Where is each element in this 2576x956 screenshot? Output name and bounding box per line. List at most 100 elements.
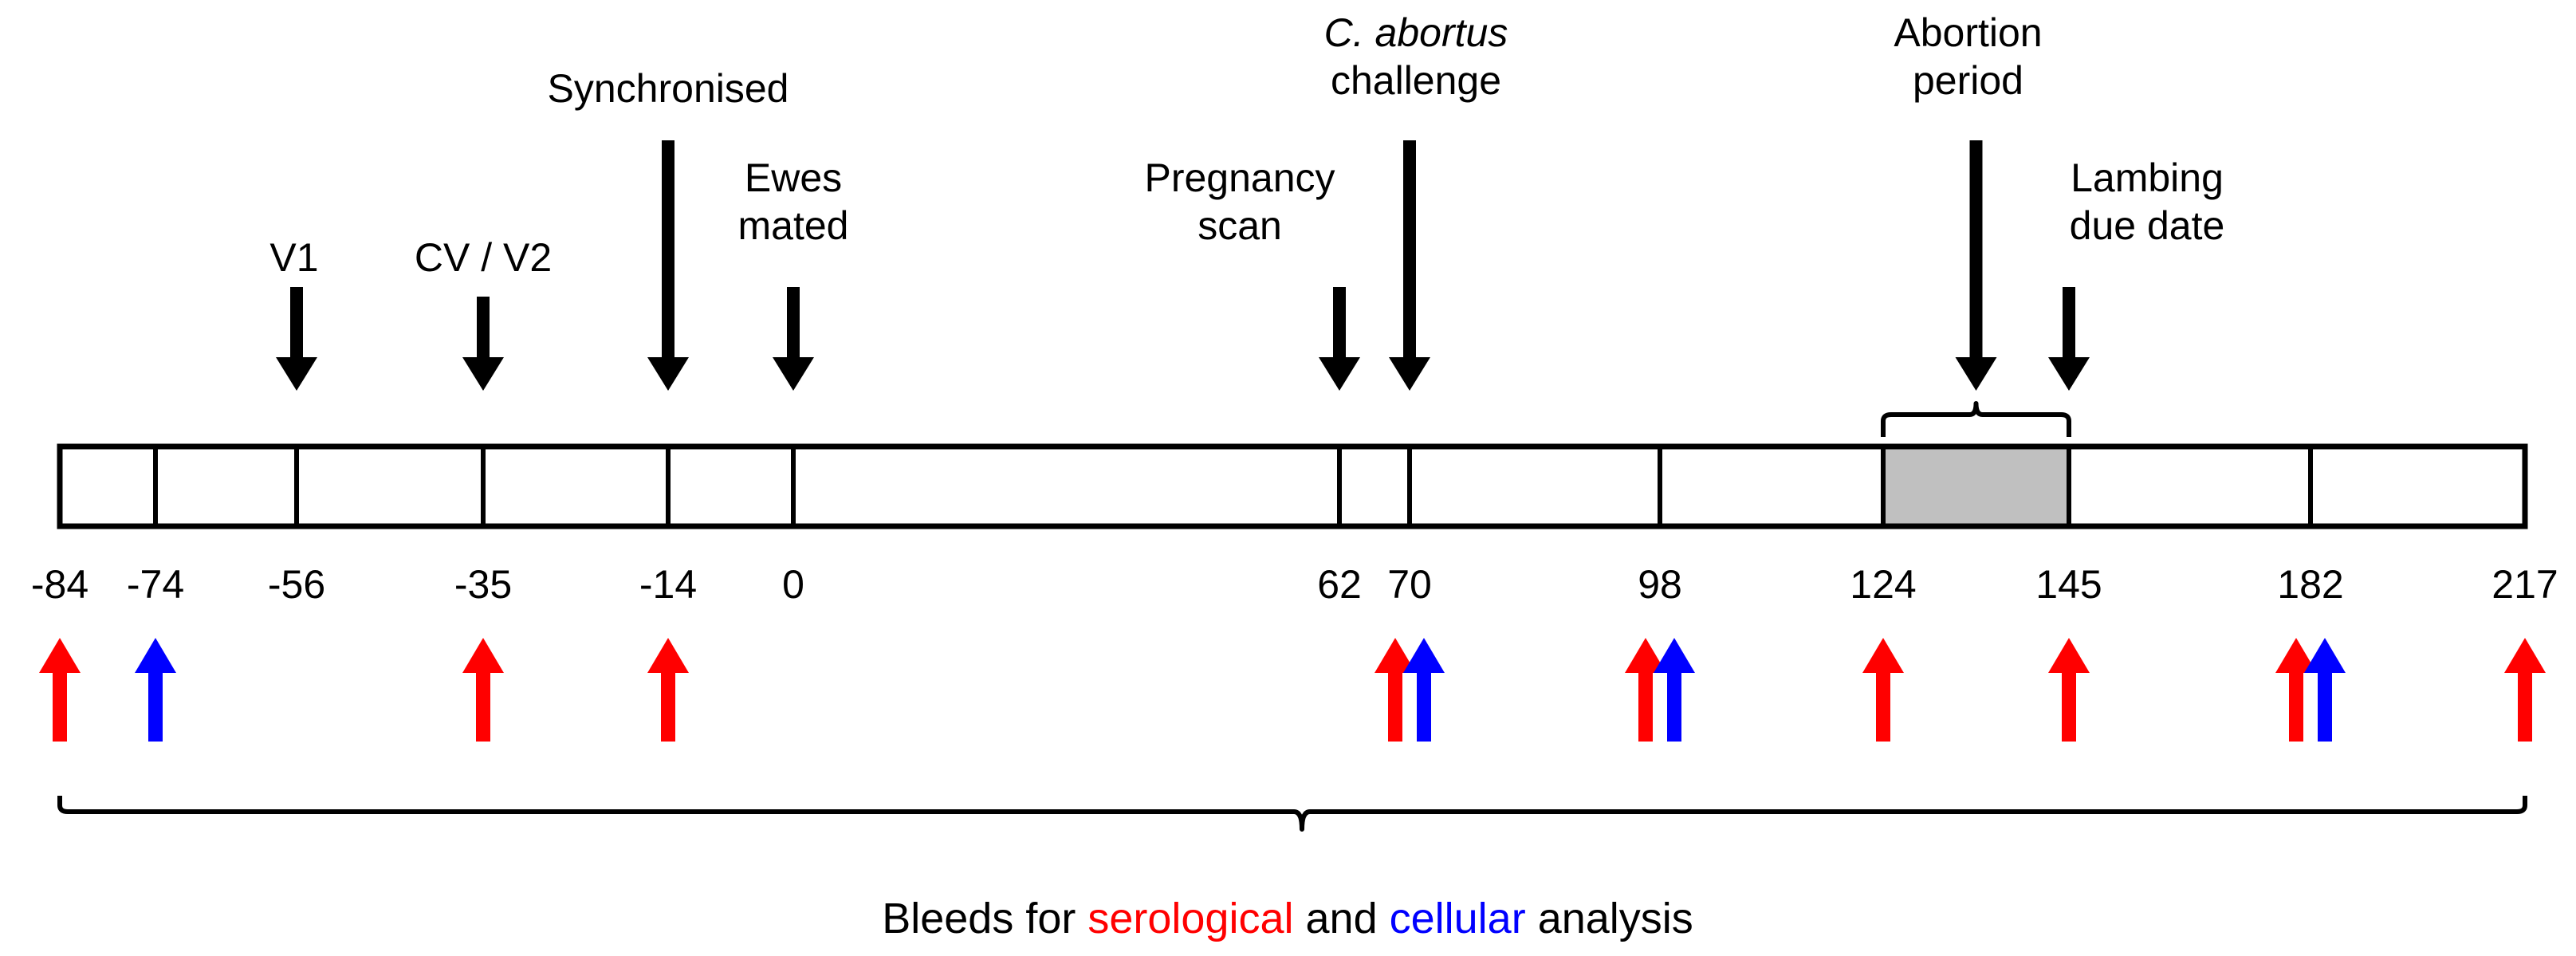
synchronised-label-line-1: Synchronised xyxy=(548,66,789,111)
cellular-bleed-arrow-day-182-shaft xyxy=(2318,672,2332,742)
serological-bleed-arrow-day-182-head xyxy=(2275,638,2317,673)
tick-label--74: -74 xyxy=(127,562,184,607)
bleed-arrows xyxy=(39,638,2546,742)
serological-bleed-arrow-day-217-shaft xyxy=(2518,672,2532,742)
pregnancy-scan-arrow-head xyxy=(1319,357,1360,391)
cv-v2-arrow xyxy=(462,297,504,391)
serological-bleed-arrow-day-70-head xyxy=(1375,638,1416,673)
tick-label--35: -35 xyxy=(454,562,512,607)
v1-arrow-head xyxy=(276,357,317,391)
abortion-period-arrow xyxy=(1955,140,1997,391)
serological-bleed-arrow-day--84 xyxy=(39,638,81,742)
caption-serological: serological xyxy=(1087,895,1293,942)
tick-lines xyxy=(153,447,2313,526)
cellular-bleed-arrow-day-70 xyxy=(1403,638,1445,742)
cellular-bleed-arrow-day-98-shaft xyxy=(1667,672,1681,742)
tick-label-62: 62 xyxy=(1317,562,1362,607)
tick-label-182: 182 xyxy=(2277,562,2343,607)
serological-bleed-arrow-day-98-head xyxy=(1625,638,1666,673)
tick-label-0: 0 xyxy=(782,562,804,607)
ewes-mated-label-line-2: mated xyxy=(738,203,849,248)
tick-label-145: 145 xyxy=(2035,562,2102,607)
challenge-label-line-2: challenge xyxy=(1331,58,1501,103)
tick-label-124: 124 xyxy=(1850,562,1916,607)
serological-bleed-arrow-day-124-head xyxy=(1862,638,1904,673)
pregnancy-scan-label-line-2: scan xyxy=(1198,203,1282,248)
tick-labels: -84 -74 -56 -35 -14 0 62 70 98 124 145 182 217 xyxy=(31,562,2558,607)
tick-label--56: -56 xyxy=(268,562,325,607)
cv-v2-arrow-head xyxy=(462,357,504,391)
serological-bleed-arrow-day--84-head xyxy=(39,638,81,673)
serological-bleed-arrow-day-217-head xyxy=(2504,638,2546,673)
serological-bleed-arrow-day-70 xyxy=(1375,638,1416,742)
shaded-abortion-region xyxy=(1883,447,2069,526)
cellular-bleed-arrow-day-70-shaft xyxy=(1417,672,1431,742)
timeline-rectangle xyxy=(57,443,2528,529)
serological-bleed-arrow-day-98-shaft xyxy=(1638,672,1653,742)
ewes-mated-arrow xyxy=(773,287,814,391)
cellular-bleed-arrow-day-98 xyxy=(1654,638,1695,742)
lambing-due-label-line-2: due date xyxy=(2070,203,2225,248)
caption-middle: and xyxy=(1294,895,1390,942)
challenge-arrow xyxy=(1389,140,1430,391)
serological-bleed-arrow-day-182 xyxy=(2275,638,2317,742)
synchronised-arrow xyxy=(647,140,689,391)
lambing-due-arrow-head xyxy=(2048,357,2090,391)
pregnancy-scan-arrow xyxy=(1319,287,1360,391)
v1-label-line-1: V1 xyxy=(269,235,318,280)
tick-label--84: -84 xyxy=(31,562,88,607)
cv-v2-arrow-shaft xyxy=(477,297,490,358)
abortion-period-arrow-head xyxy=(1955,357,1997,391)
caption-cellular: cellular xyxy=(1390,895,1526,942)
serological-bleed-arrow-day-124 xyxy=(1862,638,1904,742)
challenge-arrow-head xyxy=(1389,357,1430,391)
serological-bleed-arrow-day-217 xyxy=(2504,638,2546,742)
serological-bleed-arrow-day-98 xyxy=(1625,638,1666,742)
serological-bleed-arrow-day-145-shaft xyxy=(2062,672,2076,742)
caption-suffix: analysis xyxy=(1526,895,1693,942)
serological-bleed-arrow-day--14-shaft xyxy=(661,672,675,742)
serological-bleed-arrow-day--14-head xyxy=(647,638,689,673)
serological-bleed-arrow-day--84-shaft xyxy=(53,672,67,742)
abortion-period-label-line-2: period xyxy=(1913,58,2023,103)
cellular-bleed-arrow-day-182 xyxy=(2304,638,2346,742)
cellular-bleed-arrow-day-98-head xyxy=(1654,638,1695,673)
tick-label-98: 98 xyxy=(1638,562,1682,607)
abortion-period-label-line-1: Abortion xyxy=(1894,10,2042,55)
pregnancy-scan-arrow-shaft xyxy=(1333,287,1346,358)
bottom-brace xyxy=(57,796,2527,832)
serological-bleed-arrow-day-145-head xyxy=(2048,638,2090,673)
abortion-period-bracket xyxy=(1881,401,2071,437)
serological-bleed-arrow-day-182-shaft xyxy=(2289,672,2303,742)
cellular-bleed-arrow-day--74-head xyxy=(135,638,176,673)
cellular-bleed-arrow-day-182-head xyxy=(2304,638,2346,673)
abortion-period-arrow-shaft xyxy=(1969,140,1983,358)
challenge-arrow-shaft xyxy=(1403,140,1416,358)
serological-bleed-arrow-day--35 xyxy=(462,638,504,742)
tick-label-70: 70 xyxy=(1387,562,1432,607)
serological-bleed-arrow-day-70-shaft xyxy=(1388,672,1402,742)
serological-bleed-arrow-day-145 xyxy=(2048,638,2090,742)
synchronised-arrow-shaft xyxy=(662,140,674,358)
shaded-period-layer xyxy=(1883,447,2069,526)
lambing-due-arrow-shaft xyxy=(2063,287,2075,358)
cellular-bleed-arrow-day-70-head xyxy=(1403,638,1445,673)
serological-bleed-arrow-day--35-head xyxy=(462,638,504,673)
pregnancy-scan-label-line-1: Pregnancy xyxy=(1144,155,1335,200)
cellular-bleed-arrow-day--74 xyxy=(135,638,176,742)
tick-label-217: 217 xyxy=(2491,562,2558,607)
challenge-label-line-1: C. abortus xyxy=(1324,10,1508,55)
v1-arrow-shaft xyxy=(290,287,303,358)
cellular-bleed-arrow-day--74-shaft xyxy=(148,672,163,742)
tick-label--14: -14 xyxy=(639,562,697,607)
serological-bleed-arrow-day-124-shaft xyxy=(1876,672,1890,742)
serological-bleed-arrow-day--35-shaft xyxy=(476,672,490,742)
caption-prefix: Bleeds for xyxy=(882,895,1087,942)
cv-v2-label-line-1: CV / V2 xyxy=(415,235,552,280)
lambing-due-label-line-1: Lambing xyxy=(2071,155,2224,200)
timeline-bar xyxy=(57,443,2528,529)
serological-bleed-arrow-day--14 xyxy=(647,638,689,742)
